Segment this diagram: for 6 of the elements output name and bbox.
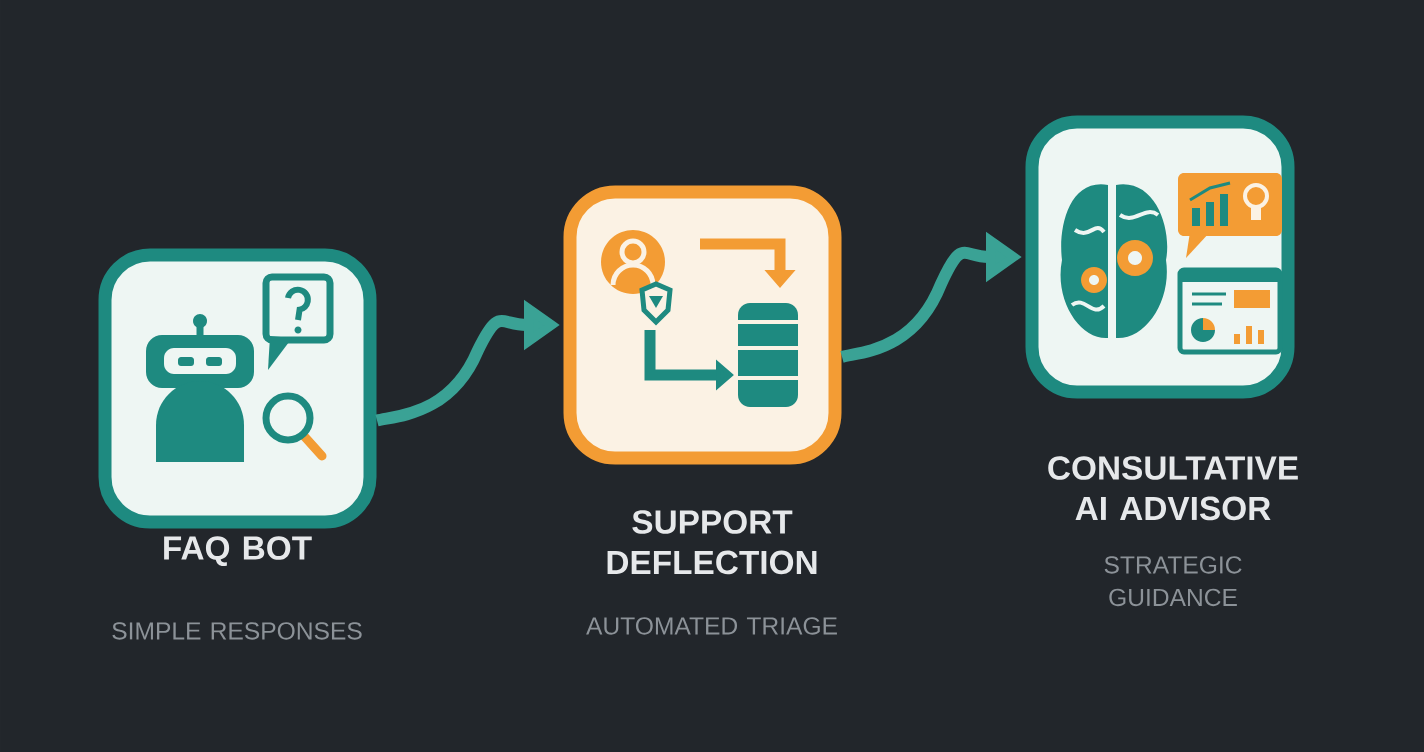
card-title: SUPPORT DEFLECTION [607, 510, 817, 575]
card-title: FAQ BOT [164, 536, 312, 567]
card-subtitle: STRATEGIC GUIDANCE [1104, 556, 1242, 607]
card-subtitle: SIMPLE RESPONSES [112, 622, 362, 640]
card-subtitle: AUTOMATED TRIAGE [586, 617, 837, 635]
card-title: CONSULTATIVE AI ADVISOR [1048, 456, 1298, 521]
